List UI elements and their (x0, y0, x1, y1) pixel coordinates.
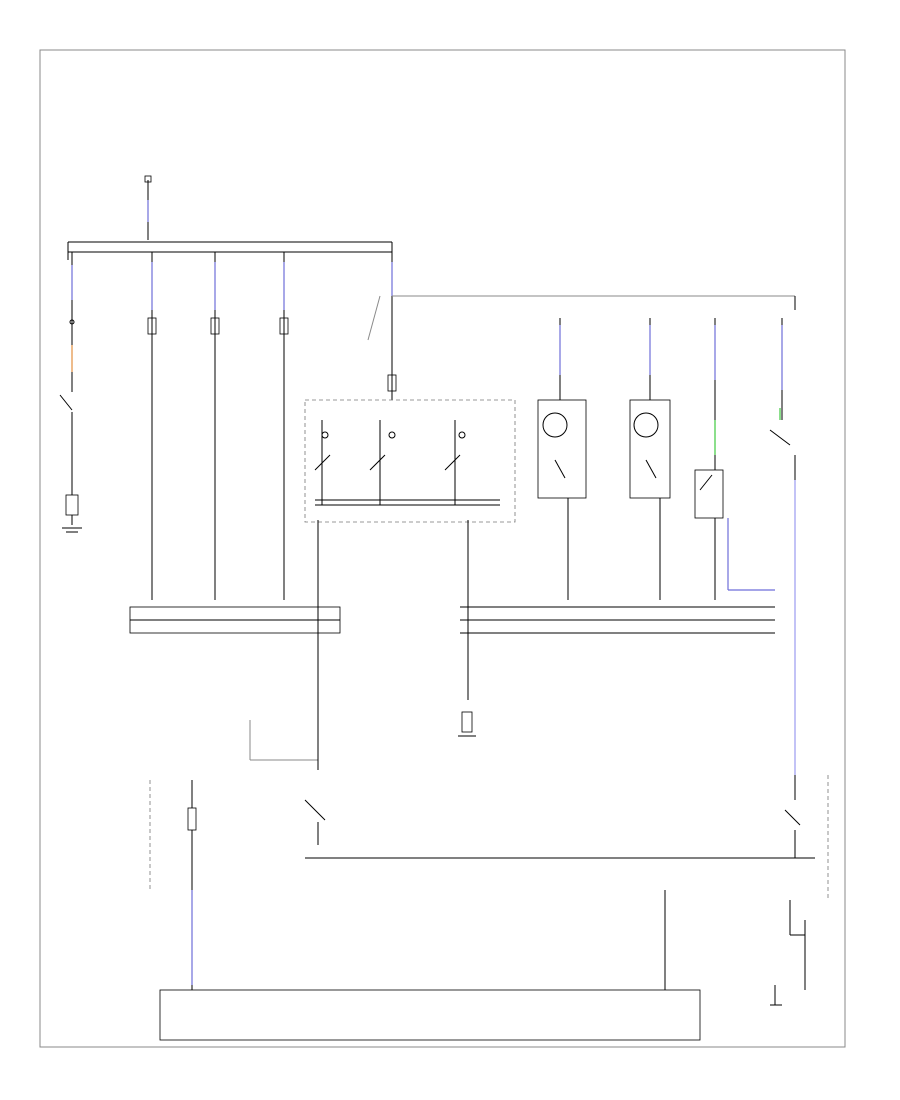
branch-lamps-left (147, 252, 289, 600)
door-switch-panel (304, 399, 516, 523)
connector-right (460, 520, 775, 733)
power-source (144, 175, 152, 240)
bottom-right-column (664, 775, 829, 1005)
branch-compartment-lamp (59, 252, 79, 525)
branch-door-switch-feed (367, 260, 795, 400)
top-bus (67, 241, 393, 260)
ground-symbols (62, 527, 782, 1006)
right-lamp-3 (694, 318, 775, 600)
right-lamp-2 (629, 318, 671, 600)
connector-left (129, 520, 341, 700)
middle-switch (249, 700, 326, 845)
bottom-left-column (149, 780, 197, 990)
right-lamp-1 (537, 318, 587, 600)
diagram-border (39, 49, 846, 1048)
body-control-module (159, 989, 701, 1041)
right-lamp-4 (769, 296, 796, 775)
